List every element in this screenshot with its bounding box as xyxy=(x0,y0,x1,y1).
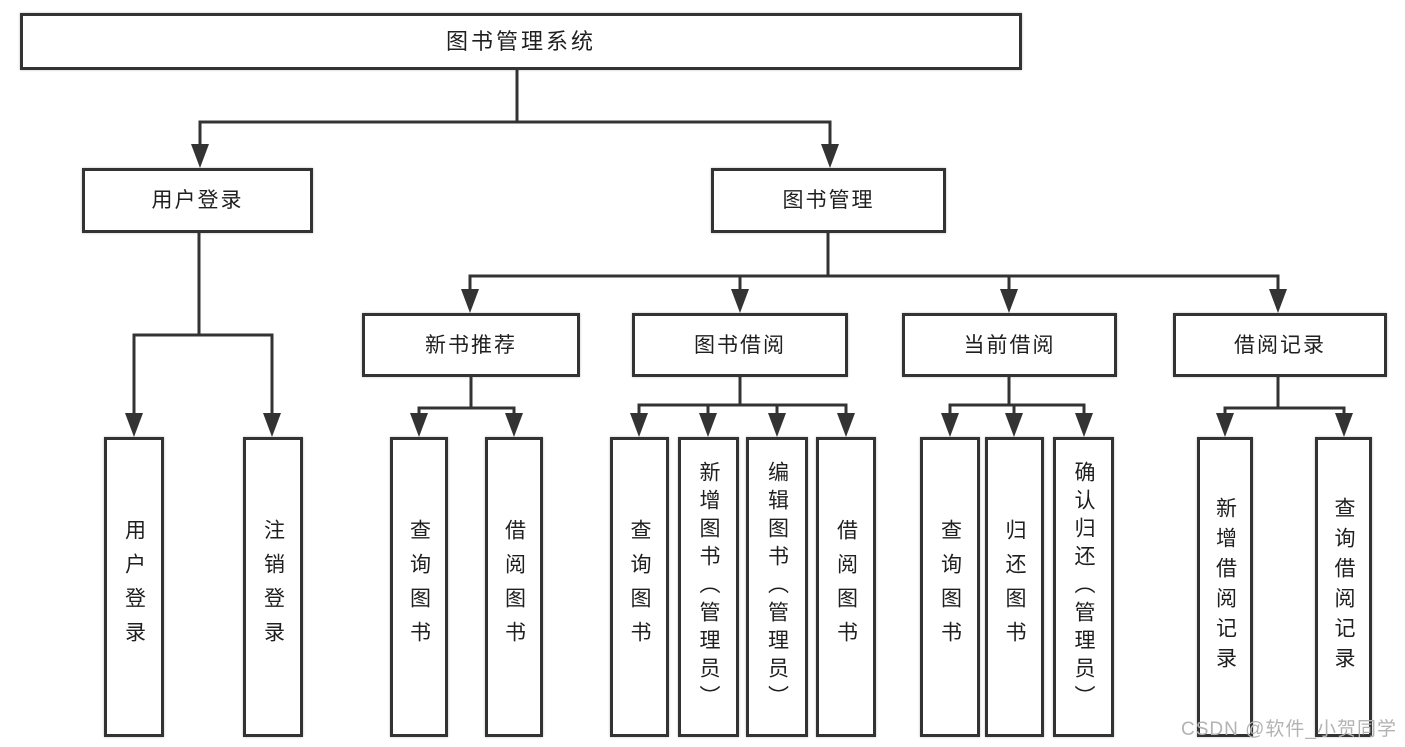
node-label: 查询图书 xyxy=(407,519,431,655)
node-label: 归还图书 xyxy=(1003,519,1026,655)
node-label: 编辑图书（管理员） xyxy=(765,461,789,713)
node-borrow-record: 借阅记录 xyxy=(1173,313,1387,377)
node-label: 注销登录 xyxy=(261,519,285,655)
leaf-add-book-admin: 新增图书（管理员） xyxy=(678,437,739,737)
leaf-query-books-2: 查询图书 xyxy=(610,437,669,737)
node-label: 确认归还（管理员） xyxy=(1072,461,1095,713)
connector-root-to-level2 xyxy=(191,70,839,168)
node-label: 用户登录 xyxy=(151,189,244,212)
node-user-login: 用户登录 xyxy=(82,168,313,233)
leaf-query-books-3: 查询图书 xyxy=(920,437,980,737)
connector-current-borrow-to-leaves xyxy=(941,375,1093,437)
node-label: 当前借阅 xyxy=(963,333,1056,357)
connector-user-login-to-leaves xyxy=(125,231,281,437)
node-label: 借阅图书 xyxy=(502,519,526,655)
node-label: 借阅图书 xyxy=(834,519,858,655)
connector-new-book-to-leaves xyxy=(410,375,523,437)
watermark: CSDN @软件_小贺同学 xyxy=(1181,719,1397,740)
node-label: 用户登录 xyxy=(122,519,146,655)
node-label: 新增图书（管理员） xyxy=(697,461,720,713)
leaf-query-borrow-record: 查询借阅记录 xyxy=(1315,437,1372,737)
leaf-confirm-return-admin: 确认归还（管理员） xyxy=(1053,437,1114,737)
connector-borrow-record-to-leaves xyxy=(1216,375,1353,437)
connector-book-borrow-to-leaves xyxy=(630,375,855,437)
node-label: 查询借阅记录 xyxy=(1332,497,1355,677)
node-new-book-recommend: 新书推荐 xyxy=(362,313,580,377)
node-book-borrow: 图书借阅 xyxy=(632,313,848,377)
node-label: 借阅记录 xyxy=(1234,333,1326,357)
leaf-query-books-1: 查询图书 xyxy=(390,437,448,737)
connector-book-mgmt-to-level3 xyxy=(461,231,1287,313)
node-book-mgmt: 图书管理 xyxy=(711,168,946,233)
node-label: 图书管理 xyxy=(782,189,875,212)
node-label: 新增借阅记录 xyxy=(1213,497,1237,677)
node-label: 图书管理系统 xyxy=(445,28,596,54)
node-label: 新书推荐 xyxy=(425,333,517,357)
node-label: 图书借阅 xyxy=(694,333,786,357)
leaf-return-book: 归还图书 xyxy=(985,437,1044,737)
leaf-borrow-book-1: 借阅图书 xyxy=(485,437,543,737)
leaf-borrow-book-2: 借阅图书 xyxy=(816,437,876,737)
node-label: 查询图书 xyxy=(938,519,962,655)
node-label: 查询图书 xyxy=(628,519,651,655)
node-root: 图书管理系统 xyxy=(20,13,1022,70)
leaf-logout: 注销登录 xyxy=(243,437,303,737)
leaf-add-borrow-record: 新增借阅记录 xyxy=(1197,437,1253,737)
leaf-user-login: 用户登录 xyxy=(104,437,164,737)
node-current-borrow: 当前借阅 xyxy=(902,313,1117,377)
leaf-edit-book-admin: 编辑图书（管理员） xyxy=(746,437,808,737)
